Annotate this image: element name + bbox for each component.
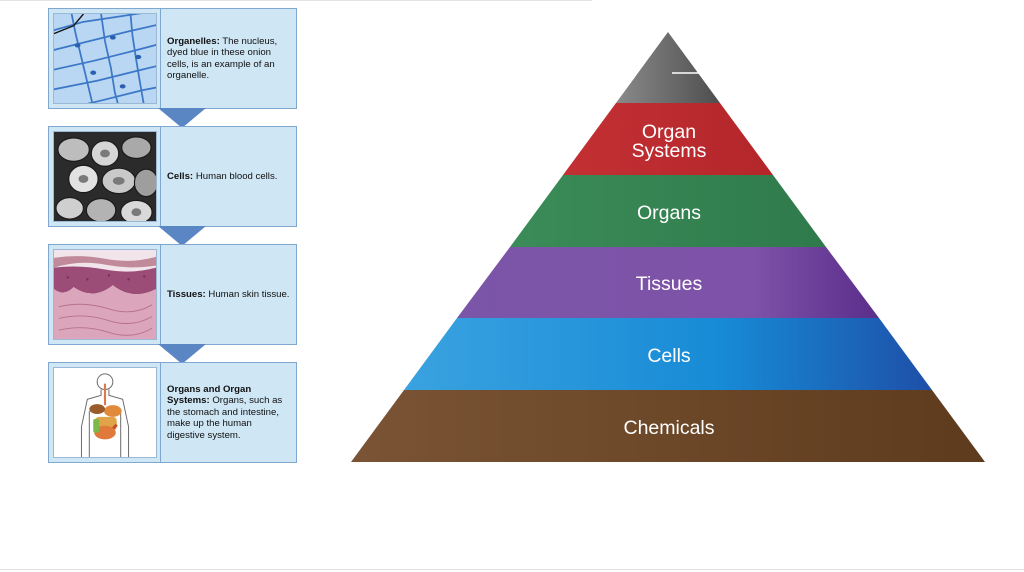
tissues-label: Tissues bbox=[636, 273, 703, 295]
cells-text: Human blood cells. bbox=[195, 170, 278, 182]
pyramid-level-organs bbox=[510, 175, 826, 247]
card-organ-systems: Organs and Organ Systems: Organs, such a… bbox=[48, 362, 297, 463]
organ-systems-label-line2: Systems bbox=[632, 140, 707, 162]
organ-systems-text: Organs, such as the stomach and intestin… bbox=[167, 395, 283, 441]
tissues-title: Tissues: bbox=[167, 288, 206, 300]
skin-tissue-image bbox=[53, 249, 157, 340]
down-arrow-icon bbox=[158, 108, 206, 128]
card-cells: Cells: Human blood cells. bbox=[48, 126, 297, 227]
cells-caption: Cells: Human blood cells. bbox=[167, 171, 290, 183]
organ-systems-title: Organs and Organ Systems: bbox=[167, 383, 252, 407]
cells-label: Cells bbox=[647, 345, 691, 367]
chemicals-label: Chemicals bbox=[623, 417, 714, 439]
pyramid-level-cells bbox=[404, 318, 932, 390]
organelles-title: Organelles: bbox=[167, 35, 220, 47]
tissues-text: Human skin tissue. bbox=[208, 288, 290, 300]
organelles-caption: Organelles: The nucleus, dyed blue in th… bbox=[167, 35, 290, 81]
organ-systems-caption: Organs and Organ Systems: Organs, such a… bbox=[167, 384, 290, 442]
organ-systems-label-line1: Organ bbox=[642, 121, 696, 143]
down-arrow-icon bbox=[158, 226, 206, 246]
onion-cells-image bbox=[53, 13, 157, 104]
blood-cells-image bbox=[53, 131, 157, 222]
card-organelles: Organelles: The nucleus, dyed blue in th… bbox=[48, 8, 297, 109]
bottom-border bbox=[0, 569, 1024, 570]
cells-title: Cells: bbox=[167, 170, 194, 182]
top-border bbox=[0, 0, 592, 1]
organs-label: Organs bbox=[637, 202, 701, 224]
down-arrow-icon bbox=[158, 344, 206, 364]
digestive-system-image bbox=[53, 367, 157, 458]
pyramid-level-organ-systems bbox=[563, 103, 773, 175]
pyramid-level-apex bbox=[616, 32, 720, 103]
pyramid-level-tissues bbox=[457, 247, 879, 318]
pyramid-level-chemicals bbox=[351, 390, 985, 462]
card-tissues: Tissues: Human skin tissue. bbox=[48, 244, 297, 345]
tissues-caption: Tissues: Human skin tissue. bbox=[167, 289, 290, 301]
organelles-text: The nucleus, dyed blue in these onion ce… bbox=[167, 35, 278, 82]
